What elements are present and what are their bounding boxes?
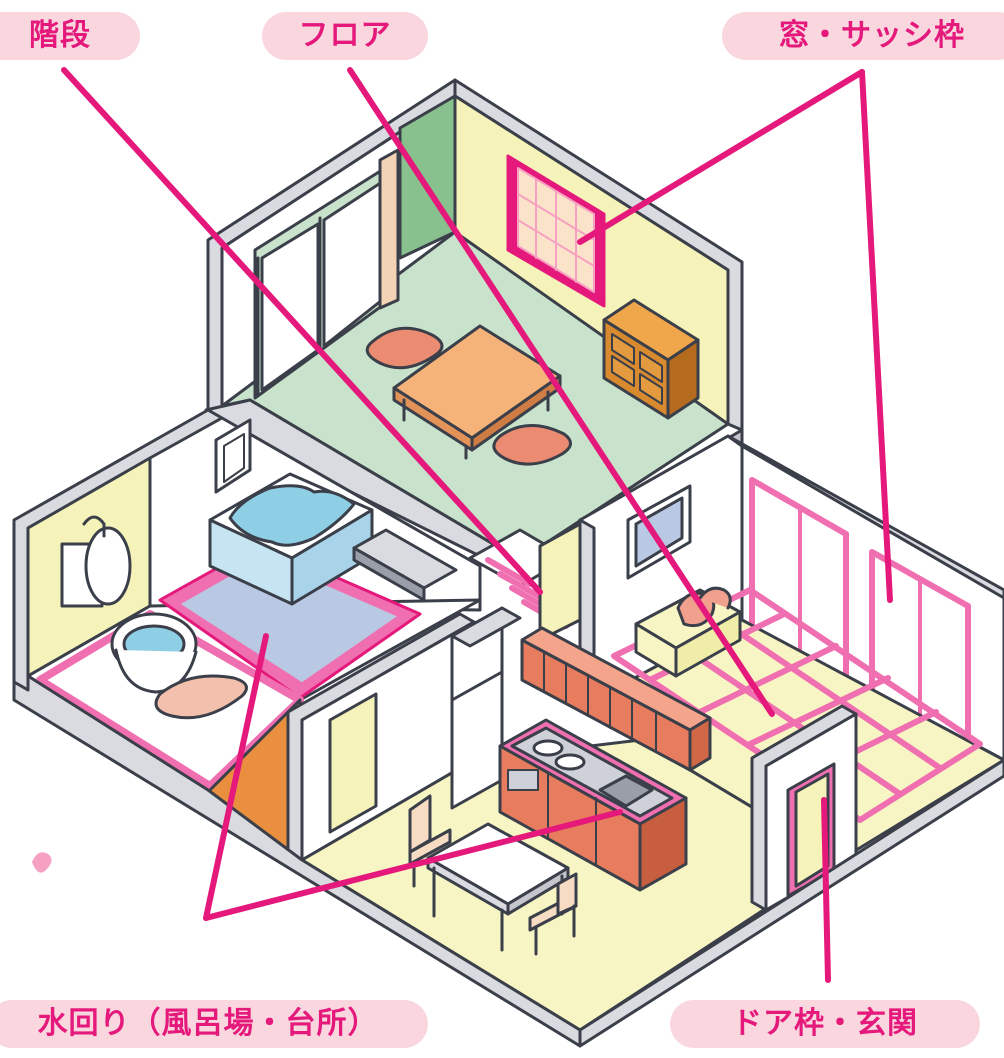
leader-lines bbox=[61, 67, 893, 983]
leader-stairs bbox=[61, 67, 543, 595]
house-base bbox=[12, 674, 1004, 1048]
leader-window-1 bbox=[577, 69, 865, 245]
leader-window-2 bbox=[859, 69, 893, 603]
label-floor: フロア bbox=[262, 12, 428, 60]
leader-floor bbox=[347, 67, 775, 717]
stairs bbox=[468, 522, 582, 642]
leader-water-kitchen bbox=[203, 809, 623, 921]
label-stairs: 階段 bbox=[0, 12, 140, 60]
leader-water-bath bbox=[203, 633, 269, 921]
label-window-sash-frame: 窓・サッシ枠 bbox=[722, 12, 1004, 60]
label-water-area: 水回り（風呂場・台所） bbox=[0, 1000, 428, 1048]
label-door-frame-entrance: ドア枠・玄関 bbox=[670, 1000, 980, 1048]
leader-door bbox=[821, 797, 831, 983]
kitchen-room bbox=[286, 606, 842, 1032]
bathroom-room bbox=[12, 408, 482, 792]
petal-decoration bbox=[32, 852, 52, 873]
